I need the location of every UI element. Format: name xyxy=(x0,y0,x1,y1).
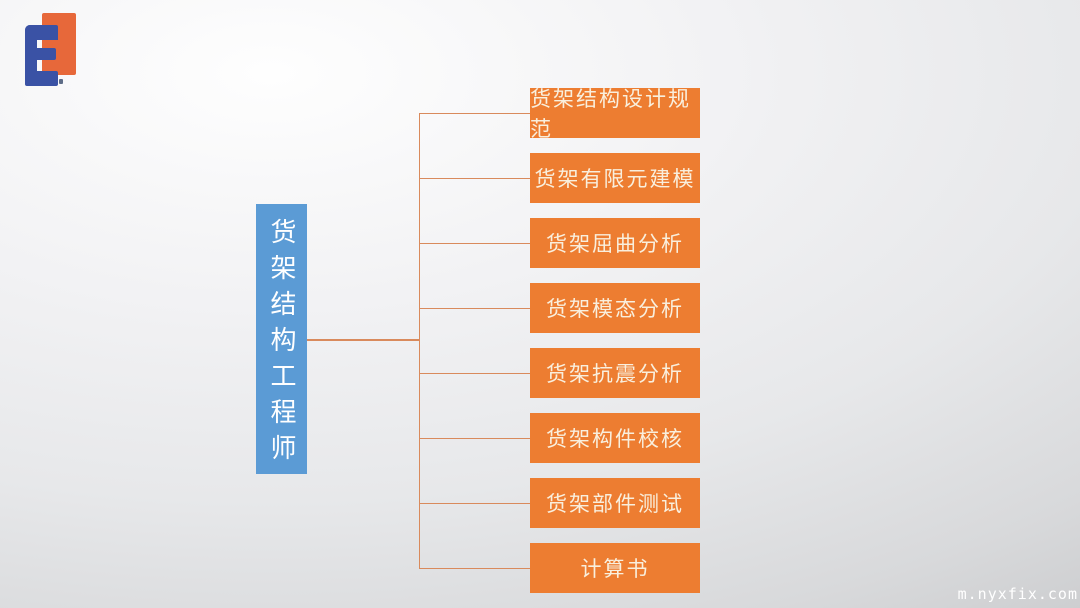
branch-label: 货架构件校核 xyxy=(546,427,684,451)
connector-branch xyxy=(420,502,530,504)
branch-label: 货架屈曲分析 xyxy=(546,232,684,256)
connector-branch xyxy=(420,307,530,309)
branch-node-buckling: 货架屈曲分析 xyxy=(530,218,700,268)
logo-orange-block xyxy=(42,13,76,75)
brand-logo xyxy=(0,0,100,100)
branch-node-modal: 货架模态分析 xyxy=(530,283,700,333)
branch-node-design-spec: 货架结构设计规范 xyxy=(530,87,700,141)
branch-label: 货架模态分析 xyxy=(546,297,684,321)
branch-node-parts-test: 货架部件测试 xyxy=(530,478,700,528)
connector-branch xyxy=(420,242,530,244)
branch-label: 货架结构设计规范 xyxy=(530,87,691,141)
connector-branch xyxy=(420,567,530,569)
watermark-text: m.nyxfix.com xyxy=(957,585,1078,603)
root-node: 货架结构工程师 xyxy=(256,204,307,474)
connector-branch xyxy=(420,112,530,114)
branch-node-member-check: 货架构件校核 xyxy=(530,413,700,463)
logo-e-icon xyxy=(25,25,58,86)
connector-branch xyxy=(420,372,530,374)
connector-branch xyxy=(420,437,530,439)
logo-dot xyxy=(59,79,63,84)
connector-root xyxy=(307,339,419,341)
branch-label: 货架部件测试 xyxy=(546,492,684,516)
connector-branch xyxy=(420,177,530,179)
branch-label: 计算书 xyxy=(580,557,650,581)
branch-label: 货架有限元建模 xyxy=(534,167,696,191)
root-node-label: 货架结构工程师 xyxy=(267,218,297,470)
connector-spine xyxy=(418,113,420,569)
branch-node-fea-modeling: 货架有限元建模 xyxy=(530,153,700,203)
branch-label: 货架抗震分析 xyxy=(546,362,684,386)
branch-node-seismic: 货架抗震分析 xyxy=(530,348,700,398)
branch-node-calc-book: 计算书 xyxy=(530,543,700,593)
